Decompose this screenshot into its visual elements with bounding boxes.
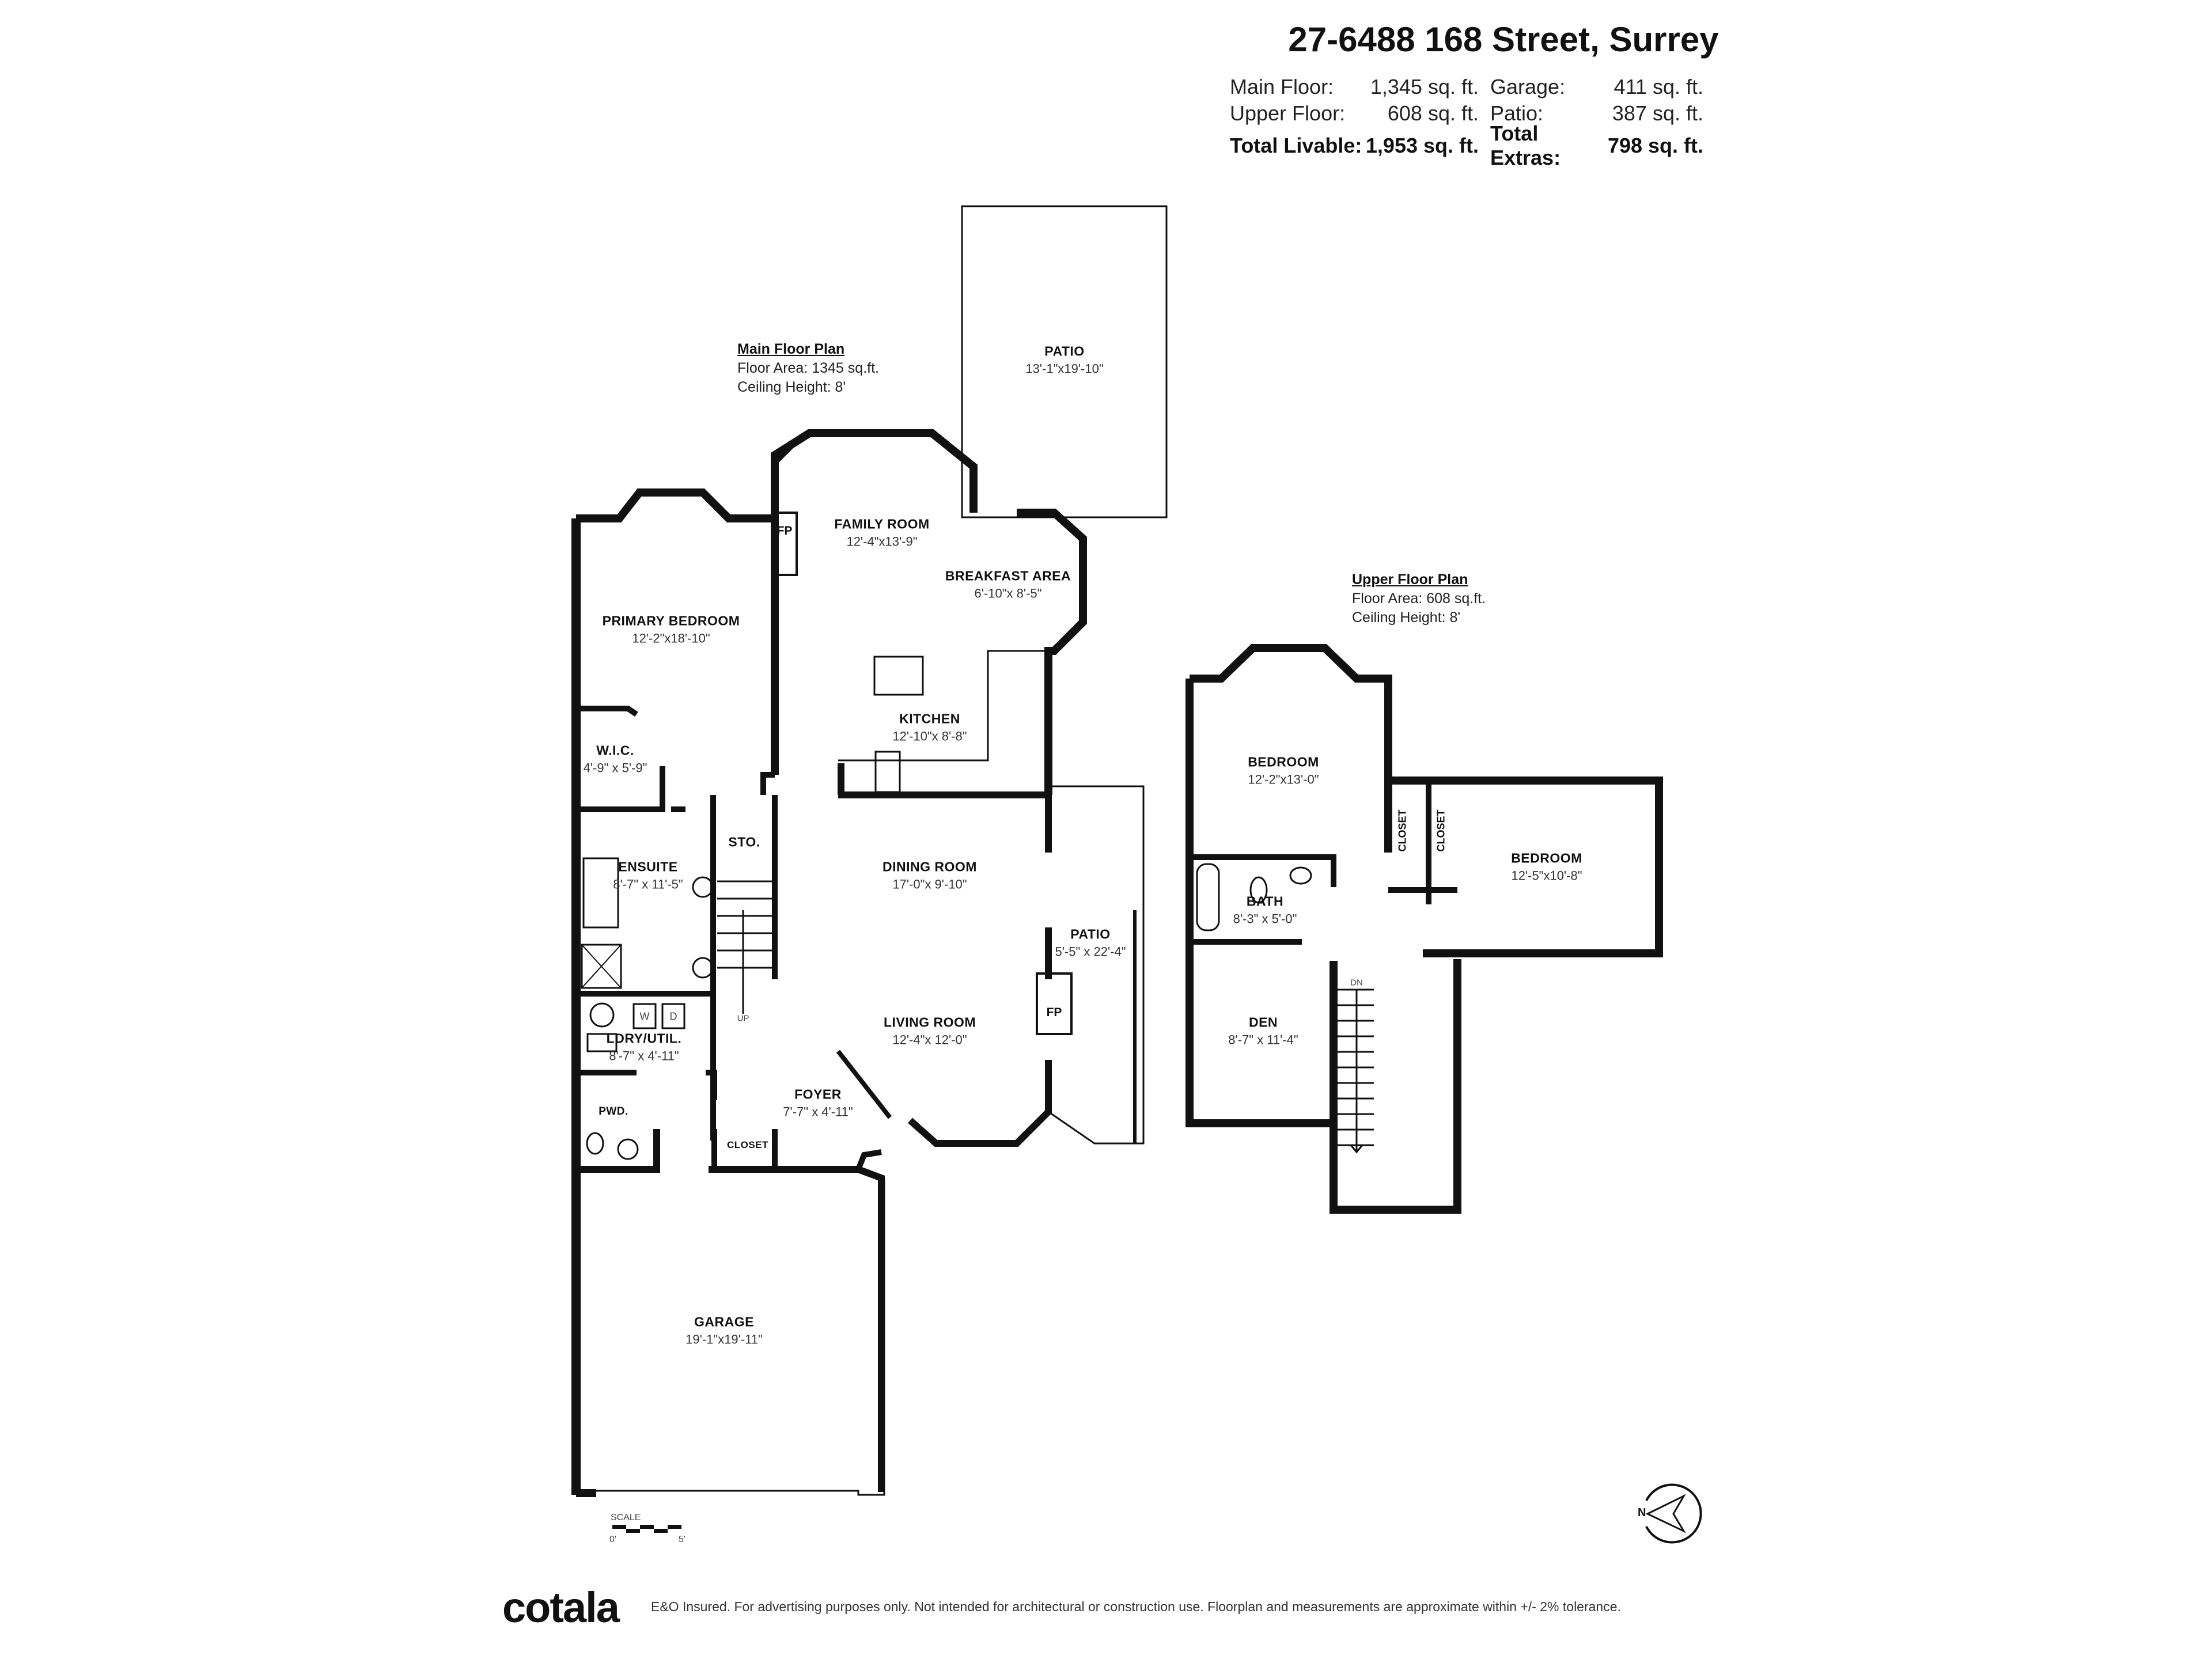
stats-row-1: Main Floor: 1,345 sq. ft. Garage: 411 sq… <box>1230 74 1748 100</box>
upper-floor-label: Upper Floor: <box>1230 101 1346 125</box>
scale-end-label: 5' <box>679 1535 685 1544</box>
scale-start-label: 0' <box>609 1535 616 1544</box>
upper-floor-plan-title: Upper Floor Plan <box>1352 571 1468 588</box>
room-kitchen: KITCHEN 12'-10"x 8'-8" <box>892 711 967 744</box>
compass-icon <box>1645 1483 1702 1544</box>
room-living-room: LIVING ROOM 12'-4"x 12'-0" <box>883 1014 976 1047</box>
patio-value: 387 sq. ft. <box>1612 101 1703 125</box>
room-closet-foyer: CLOSET <box>727 1139 768 1150</box>
fireplace-label-family: FP <box>777 524 793 537</box>
fireplace-label-living: FP <box>1046 1006 1062 1019</box>
room-breakfast-area: BREAKFAST AREA 6'-10"x 8'-5" <box>945 568 1071 601</box>
scale-bar-icon <box>612 1525 681 1533</box>
stairs-up-label: UP <box>737 1013 749 1024</box>
stats-row-2: Upper Floor: 608 sq. ft. Patio: 387 sq. … <box>1230 100 1748 127</box>
room-wic: W.I.C. 4'-9" x 5'-9" <box>583 743 647 775</box>
upper-floor-value: 608 sq. ft. <box>1387 101 1479 125</box>
patio-label: Patio: <box>1490 101 1544 125</box>
room-rear-patio: PATIO 13'-1"x19'-10" <box>1025 343 1104 376</box>
dryer-label: D <box>669 1010 677 1022</box>
total-livable-label: Total Livable: <box>1230 134 1362 157</box>
room-upper-bath: BATH 8'-3" x 5'-0" <box>1233 893 1297 926</box>
total-extras-label: Total Extras: <box>1490 122 1561 169</box>
room-primary-bedroom: PRIMARY BEDROOM 12'-2"x18'-10" <box>602 613 740 646</box>
room-storage: STO. <box>728 834 760 850</box>
total-livable-value: 1,953 sq. ft. <box>1365 134 1479 157</box>
main-floor-plan-title: Main Floor Plan <box>737 341 845 357</box>
upper-stairs <box>1335 988 1374 1154</box>
main-ceiling-height: Ceiling Height: 8' <box>737 379 846 395</box>
room-ensuite: ENSUITE 8'-7" x 11'-5" <box>613 859 683 892</box>
total-extras-value: 798 sq. ft. <box>1607 134 1703 157</box>
main-floor-value: 1,345 sq. ft. <box>1370 75 1479 99</box>
upper-floor-area: Floor Area: 608 sq.ft. <box>1352 590 1486 607</box>
main-floor-plan-heading: Main Floor Plan Floor Area: 1345 sq.ft. … <box>737 340 879 397</box>
room-upper-bedroom-1: BEDROOM 12'-2"x13'-0" <box>1248 754 1319 787</box>
room-foyer: FOYER 7'-7" x 4'-11" <box>783 1086 853 1119</box>
main-stairs <box>717 880 772 1014</box>
washer-label: W <box>639 1010 650 1022</box>
room-upper-den: DEN 8'-7" x 11'-4" <box>1228 1014 1298 1047</box>
room-upper-closet-1: CLOSET <box>1396 809 1408 852</box>
room-family-room: FAMILY ROOM 12'-4"x13'-9" <box>834 516 930 549</box>
garage-value: 411 sq. ft. <box>1613 75 1703 99</box>
stats-row-totals: Total Livable: 1,953 sq. ft. Total Extra… <box>1230 122 1748 169</box>
room-garage: GARAGE 19'-1"x19'-11" <box>685 1314 763 1347</box>
disclaimer-text: E&O Insured. For advertising purposes on… <box>651 1599 1621 1614</box>
room-dining-room: DINING ROOM 17'-0"x 9'-10" <box>882 859 977 892</box>
room-powder: PWD. <box>599 1105 628 1118</box>
stairs-down-label: DN <box>1350 978 1363 988</box>
room-upper-closet-2: CLOSET <box>1435 809 1447 852</box>
room-upper-bedroom-2: BEDROOM 12'-5"x10'-8" <box>1511 850 1582 883</box>
kitchen-island <box>873 656 924 696</box>
main-floor-label: Main Floor: <box>1230 75 1334 99</box>
upper-floor-plan-heading: Upper Floor Plan Floor Area: 608 sq.ft. … <box>1352 570 1486 627</box>
area-summary: Main Floor: 1,345 sq. ft. Garage: 411 sq… <box>1230 74 1748 169</box>
room-side-patio: PATIO 5'-5" x 22'-4" <box>1055 926 1126 959</box>
property-address: 27-6488 168 Street, Surrey <box>1288 20 1719 59</box>
brand-logo: cotala <box>502 1584 620 1631</box>
scale-label: SCALE <box>611 1513 641 1522</box>
main-floor-area: Floor Area: 1345 sq.ft. <box>737 360 879 376</box>
garage-label: Garage: <box>1490 75 1566 99</box>
room-laundry-utility: LDRY/UTIL. 8'-7" x 4'-11" <box>606 1031 682 1063</box>
upper-ceiling-height: Ceiling Height: 8' <box>1352 609 1461 626</box>
compass-north-label: N <box>1638 1506 1646 1519</box>
